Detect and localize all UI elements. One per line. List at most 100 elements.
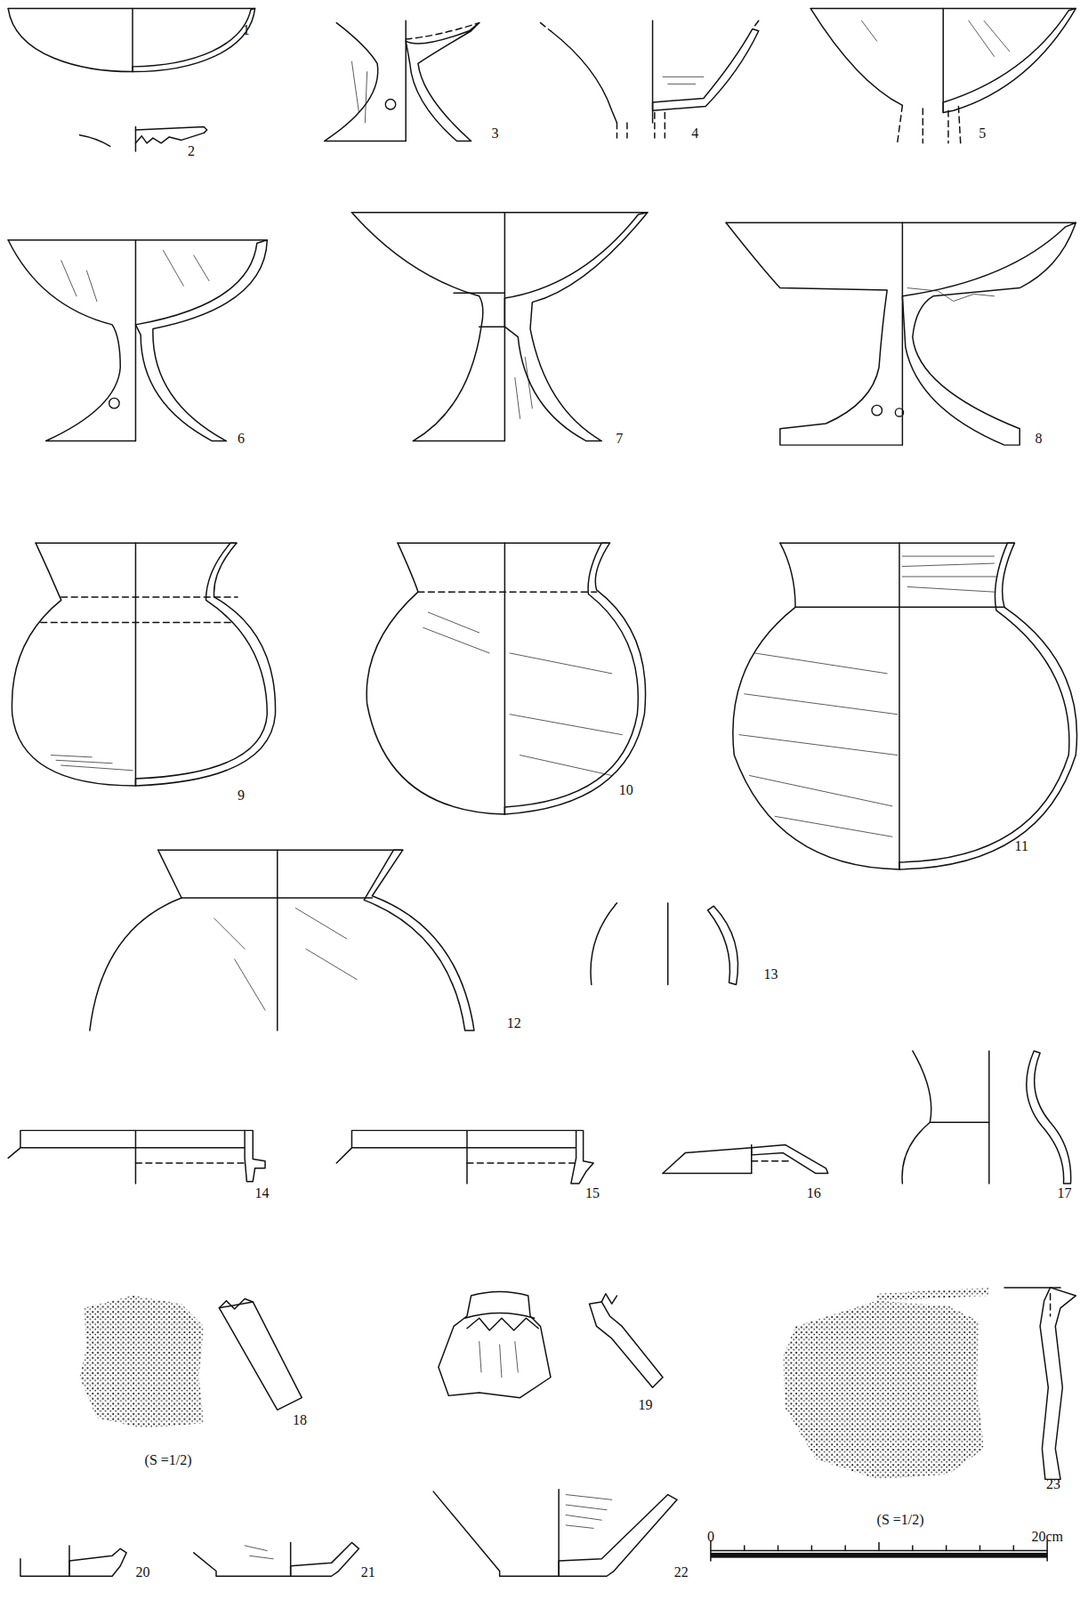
rubbing-18 (79, 1295, 302, 1428)
base-21-line (244, 1545, 274, 1559)
goblet-6-line (8, 239, 267, 241)
base-21-line (193, 1552, 291, 1576)
jar-10-line (366, 542, 505, 814)
lid-16-line (751, 1144, 829, 1173)
base-22-line (565, 1494, 613, 1529)
neck-17-line (988, 1050, 990, 1184)
jar-11-line (739, 556, 998, 837)
rubbing-23-line (1049, 1293, 1051, 1316)
neck-17 (902, 1050, 1072, 1184)
callout-number: 12 (507, 1015, 522, 1031)
bowl-5 (810, 8, 1076, 144)
callout-number: 6 (237, 431, 245, 446)
bowl-5-line (862, 20, 1010, 57)
fragment-19-line (479, 1341, 519, 1378)
bowl-1 (8, 8, 255, 73)
fragment-19-line (465, 1313, 540, 1330)
goblet-6 (8, 240, 267, 442)
callout-number: 19 (638, 1397, 653, 1412)
goblet-6-line (61, 249, 210, 301)
base-21 (193, 1541, 360, 1576)
callout-number: 8 (1034, 431, 1042, 446)
callout-number: 13 (764, 967, 779, 982)
base-20-line (69, 1547, 127, 1576)
rim-15-line (467, 1161, 577, 1163)
pedestal-dish-8-line (902, 222, 1076, 445)
jar-9-line (40, 596, 238, 623)
callout-number: 2 (187, 144, 195, 159)
base-20-line (68, 1545, 70, 1576)
jar-12-line (276, 849, 278, 1031)
jar-11-line (898, 542, 900, 870)
lid-16-line (751, 1160, 791, 1161)
goblet-6-line (8, 240, 136, 442)
callout-number: 10 (619, 782, 634, 798)
lid-16-line (750, 1144, 752, 1173)
fragment-19 (438, 1290, 663, 1397)
base-21-line (290, 1541, 360, 1576)
stand-3-line (351, 61, 367, 123)
goblet-7-line (351, 212, 505, 442)
callout-number: 17 (1057, 1185, 1072, 1201)
rim-14-line (135, 1161, 245, 1163)
jar-10-line (423, 612, 623, 775)
fragment-19-line (589, 1301, 664, 1387)
pedestal-dish-8-line (907, 288, 994, 302)
bowl-base-4 (539, 20, 758, 138)
pedestal-dish-8-line (902, 222, 903, 445)
stand-3-line (385, 99, 395, 110)
callout-number: 7 (615, 431, 623, 446)
jar-10-line (504, 542, 506, 814)
jar-12-line (214, 907, 357, 1010)
fragment-19-line (601, 1293, 617, 1304)
rubbing-18-line (79, 1295, 204, 1428)
neck-13 (590, 902, 739, 985)
rim-14-line (135, 1129, 137, 1184)
rim-15-line (336, 1129, 576, 1163)
jar-11-line (780, 541, 1016, 543)
fragment-19-line (438, 1290, 551, 1397)
bowl-1-line (132, 8, 256, 73)
goblet-6-line (135, 240, 267, 442)
jar-9-line (135, 542, 137, 786)
stand-3-line (405, 23, 480, 142)
jar-10-line (504, 542, 645, 814)
goblet-6-line (135, 240, 137, 442)
bowl-base-4-line (662, 76, 704, 84)
bowl-1-line (8, 8, 133, 73)
callout-number: 16 (806, 1185, 822, 1201)
callout-number: 3 (491, 126, 499, 141)
rim-14-line (8, 1129, 245, 1158)
rim-14 (8, 1129, 266, 1184)
stand-3 (323, 20, 479, 141)
jar-12-line (363, 849, 475, 1031)
base-21-line (290, 1541, 291, 1576)
callout-number: 0 (707, 1529, 715, 1544)
scale-bar-line (710, 1552, 1048, 1558)
neck-17-line (1026, 1050, 1072, 1184)
base-20-line (20, 1558, 70, 1576)
jar-12 (89, 849, 475, 1031)
jar-9-line (135, 542, 275, 786)
jar-12-line (89, 849, 182, 1031)
rim-15 (336, 1129, 594, 1184)
jar-11-line (899, 542, 1078, 870)
rubbing-23-line (1039, 1287, 1076, 1479)
fragment-2-line (79, 135, 110, 147)
goblet-7-line (351, 211, 647, 213)
callout-number: 21 (361, 1564, 376, 1580)
rim-15-line (466, 1129, 468, 1184)
neck-13-line (707, 905, 738, 984)
goblet-6-line (109, 397, 120, 408)
callout-number: 4 (691, 126, 699, 141)
lid-16 (662, 1144, 829, 1173)
goblet-7-line (504, 212, 506, 442)
goblet-7 (351, 212, 647, 442)
bowl-5-line (897, 104, 961, 143)
bowl-5-line (810, 8, 903, 106)
rim-15-line (571, 1129, 594, 1184)
jar-9-line (50, 755, 133, 771)
callout-number: 11 (1014, 838, 1028, 854)
goblet-7-line (515, 357, 532, 420)
